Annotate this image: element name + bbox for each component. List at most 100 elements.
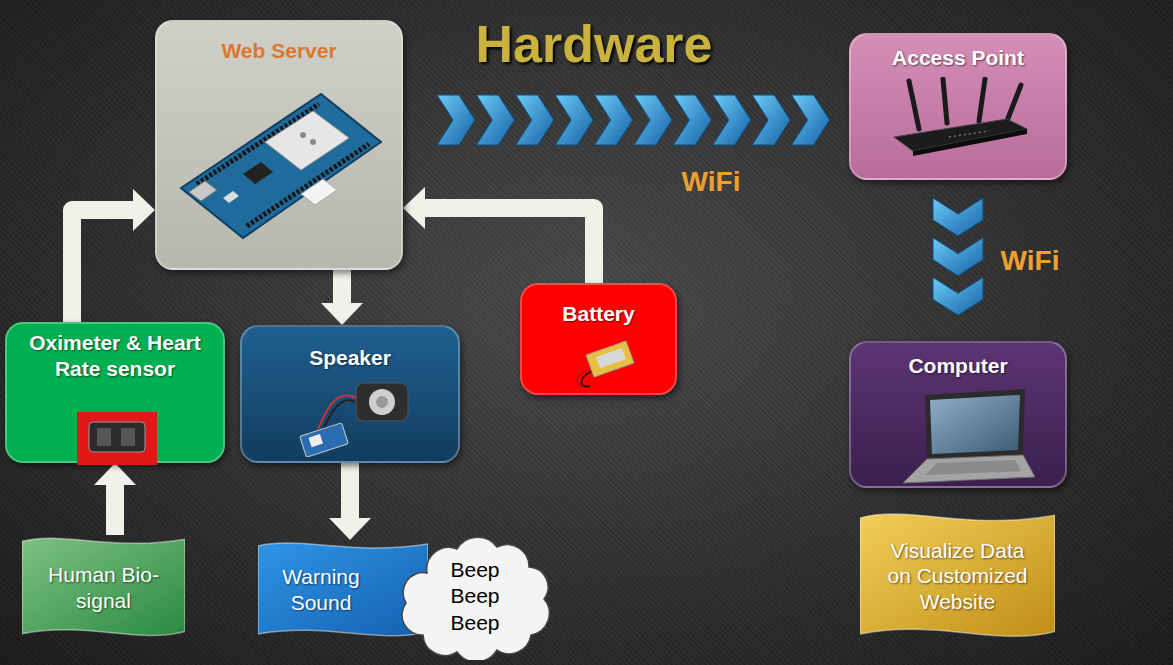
graphic-part	[310, 139, 316, 145]
banner-shape	[22, 535, 185, 640]
graphic-part	[121, 428, 135, 446]
graphic-part	[341, 463, 359, 520]
graphic-part	[673, 95, 711, 145]
node-label: Oximeter & Heart Rate sensor	[28, 330, 203, 381]
graphic-part	[930, 395, 1020, 454]
graphic-part	[376, 396, 388, 408]
graphic-part	[133, 189, 155, 231]
graphic-part	[913, 129, 1027, 156]
graphic-part	[516, 95, 554, 145]
banner-shape	[258, 540, 428, 640]
text-holder: Computer	[851, 343, 1065, 486]
graphic-part	[189, 181, 217, 201]
graphic-part	[596, 348, 626, 368]
edge-label: WiFi	[682, 166, 741, 198]
graphic-part	[1007, 85, 1021, 121]
graphic-part	[943, 79, 947, 123]
graphic-part	[329, 518, 371, 540]
node-label: Computer	[908, 353, 1007, 379]
graphic-part	[713, 95, 751, 145]
block-arrow	[321, 270, 363, 325]
graphic-part	[979, 79, 985, 121]
graphic-part	[22, 538, 185, 635]
graphic-part	[300, 132, 306, 138]
speaker-box: Speaker	[240, 325, 460, 463]
graphic-part	[223, 191, 239, 203]
sensor-chip	[77, 412, 157, 465]
graphic-part	[581, 371, 592, 387]
edge-label: WiFi	[1001, 245, 1060, 277]
diagram-title: Hardware	[476, 14, 713, 74]
output-banner: Warning Sound	[258, 540, 428, 640]
node-label: Speaker	[309, 345, 391, 371]
node-label: Web Server	[221, 38, 336, 64]
server-box: Web Server	[155, 20, 403, 270]
graphic-part	[903, 455, 1035, 483]
graphic-part	[634, 95, 672, 145]
text-holder: Warning Sound	[258, 540, 428, 640]
block-arrow	[72, 189, 155, 322]
graphic-part	[356, 383, 408, 421]
graphic-part	[586, 341, 634, 377]
graphic-part	[933, 277, 983, 315]
graphic-part	[243, 162, 273, 184]
graphic-part	[369, 389, 395, 415]
text-holder: Speaker	[242, 327, 458, 461]
block-arrow	[329, 463, 371, 540]
graphic-part	[321, 303, 363, 325]
text-holder: Access Point	[851, 35, 1065, 178]
laptop-icon	[885, 387, 1035, 487]
graphic-part	[949, 131, 989, 137]
graphic-part	[300, 423, 349, 457]
wifi-chevrons	[933, 198, 983, 315]
graphic-part	[106, 483, 124, 535]
battery-icon	[566, 335, 636, 390]
graphic-part	[476, 95, 514, 145]
wifi-chevrons	[437, 95, 830, 145]
arduino-board	[173, 80, 388, 245]
speaker-icon	[294, 377, 414, 457]
graphic-part	[423, 208, 594, 283]
router-icon	[889, 77, 1029, 157]
graphic-part	[752, 95, 790, 145]
graphic-part	[595, 95, 633, 145]
node-label: Warning Sound	[266, 564, 376, 615]
text-holder: Visualize Data on Customized Website	[860, 510, 1055, 642]
graphic-part	[925, 389, 1025, 459]
graphic-part	[925, 460, 1021, 475]
graphic-part	[181, 94, 381, 238]
text-holder: Web Server	[157, 22, 401, 268]
node-label: Human Bio-signal	[41, 562, 166, 613]
graphic-part	[97, 428, 111, 446]
block-arrow	[94, 463, 136, 535]
graphic-part	[860, 514, 1055, 636]
output-banner: Visualize Data on Customized Website	[860, 510, 1055, 642]
graphic-part	[792, 95, 830, 145]
graphic-part	[909, 81, 919, 129]
node-label: Beep Beep Beep	[440, 557, 510, 636]
input-banner: Human Bio-signal	[22, 535, 185, 640]
access-point-box: Access Point	[849, 33, 1067, 180]
graphic-part	[933, 238, 983, 276]
graphic-part	[333, 270, 351, 305]
block-arrow	[403, 187, 594, 283]
node-label: Access Point	[892, 45, 1024, 71]
graphic-part	[555, 95, 593, 145]
computer-box: Computer	[849, 341, 1067, 488]
battery-box: Battery	[520, 283, 677, 395]
node-label: Battery	[562, 301, 634, 327]
sound-cloud: Beep Beep Beep	[397, 533, 553, 660]
graphic-part	[89, 422, 145, 452]
graphic-part	[437, 95, 475, 145]
text-holder: Oximeter & Heart Rate sensor	[7, 324, 223, 461]
graphic-part	[402, 537, 549, 660]
node-label: Visualize Data on Customized Website	[877, 538, 1039, 615]
graphic-part	[301, 179, 337, 205]
graphic-part	[72, 210, 135, 322]
graphic-part	[933, 198, 983, 236]
graphic-part	[265, 111, 349, 170]
graphic-part	[309, 434, 324, 447]
sensor-box: Oximeter & Heart Rate sensor	[5, 322, 225, 463]
text-holder: Human Bio-signal	[22, 535, 185, 640]
